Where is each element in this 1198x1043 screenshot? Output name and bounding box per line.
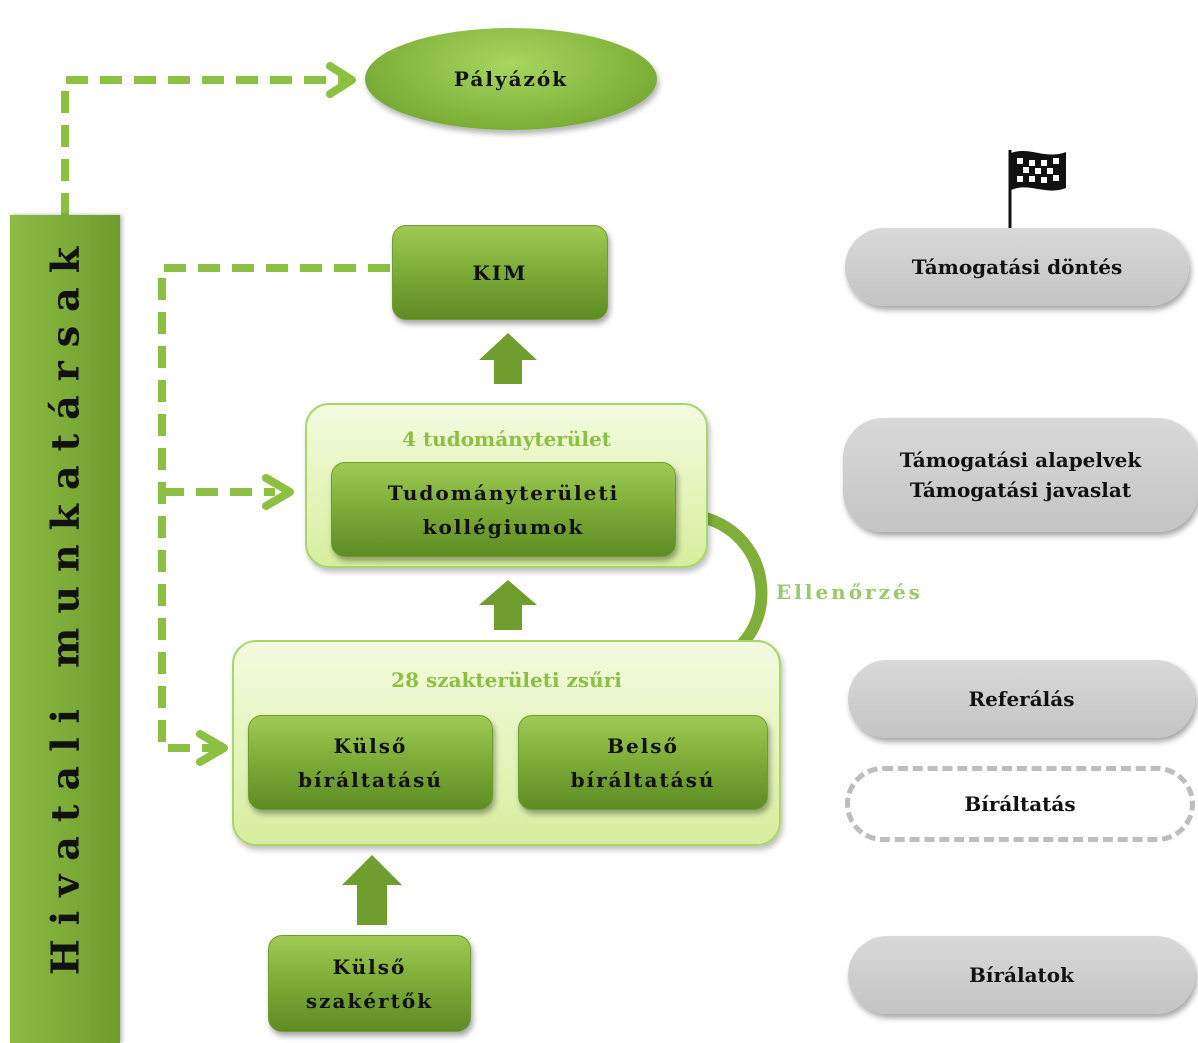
node-belso-biraltatasu: Belső bíráltatású	[518, 715, 768, 810]
stage-dontes-label: Támogatási döntés	[911, 255, 1123, 279]
panel-title-zsuri: 28 szakterületi zsűri	[391, 668, 622, 692]
stage-biralatok-label: Bírálatok	[969, 963, 1074, 987]
kulso-line2: bíráltatású	[298, 767, 443, 792]
kollegium-line2: kollégiumok	[422, 514, 585, 539]
node-kulso-szakertok: Külső szakértők	[268, 935, 471, 1032]
belso-line2: bíráltatású	[570, 767, 716, 792]
node-palyazok: Pályázók	[365, 28, 657, 130]
node-kim: KIM	[392, 225, 608, 320]
arrowhead-palyazok	[326, 62, 356, 98]
node-kollegiumok: Tudományterületi kollégiumok	[331, 462, 676, 557]
stage-biraltatas: Bíráltatás	[845, 766, 1195, 842]
up-arrow-kollegium	[479, 580, 537, 630]
szakertok-line2: szakértők	[305, 988, 434, 1013]
stage-biraltatas-label: Bíráltatás	[964, 792, 1076, 816]
sidebar-label: Hivatali munkatársak	[42, 232, 88, 976]
label-ellenorzes: Ellenőrzés	[776, 580, 923, 604]
checkered-flag-icon	[1008, 150, 1066, 228]
stage-referalas: Referálás	[848, 660, 1195, 738]
belso-line1: Belső	[607, 733, 679, 758]
stage-tamogatasi-dontes: Támogatási döntés	[845, 228, 1189, 306]
node-kulso-biraltatasu: Külső bíráltatású	[248, 715, 493, 810]
kim-label: KIM	[472, 260, 528, 285]
up-arrow-szakertok	[342, 855, 402, 925]
up-arrow-kim	[479, 333, 537, 384]
stage-referalas-label: Referálás	[968, 687, 1075, 711]
stage-tamogatasi-alapelvek: Támogatási alapelvek Támogatási javaslat	[843, 418, 1198, 532]
kulso-line1: Külső	[333, 733, 408, 758]
stage-biralatok: Bírálatok	[848, 936, 1195, 1014]
stage-alapelvek-line1: Támogatási alapelvek	[899, 448, 1142, 472]
sidebar-hivatali-munkatarsak	[10, 215, 120, 1043]
arrowhead-kollegium	[262, 474, 294, 510]
panel-title-tudomanyterulet: 4 tudományterület	[402, 427, 611, 451]
kollegium-line1: Tudományterületi	[387, 480, 620, 505]
dashed-connector-kim	[158, 264, 390, 752]
dashed-connector-palyazok	[61, 76, 345, 215]
szakertok-line1: Külső	[332, 954, 407, 979]
arrowhead-jury	[196, 730, 228, 766]
stage-alapelvek-line2: Támogatási javaslat	[909, 478, 1132, 502]
